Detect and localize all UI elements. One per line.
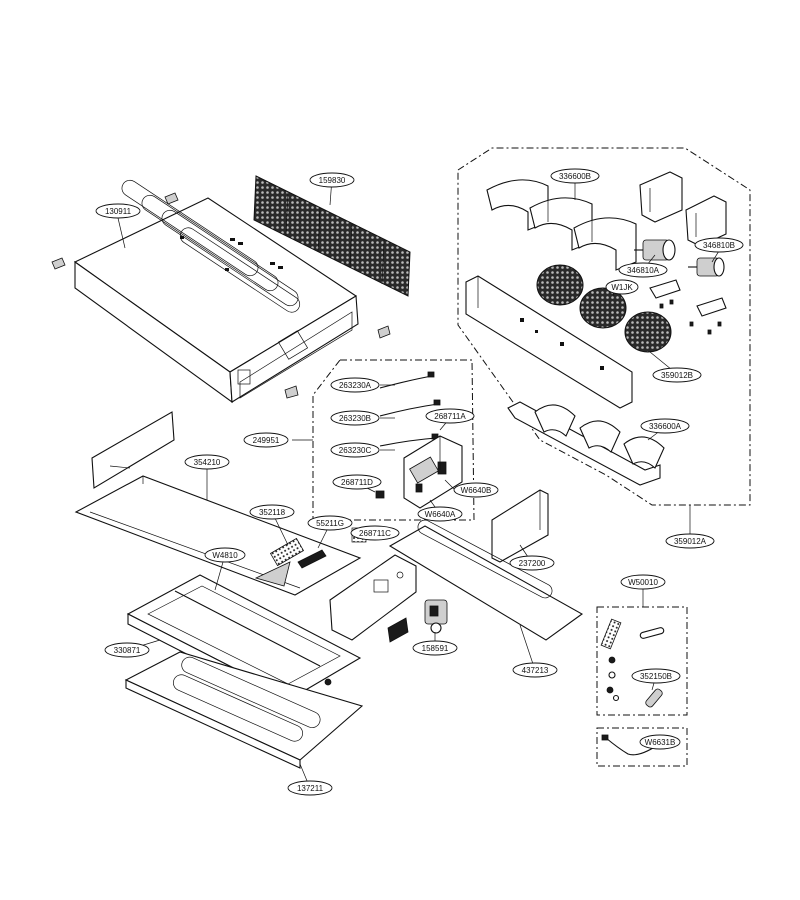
terminal-connector xyxy=(375,490,385,499)
part-label-263230C: 263230C xyxy=(330,442,380,458)
svg-text:330871: 330871 xyxy=(114,646,141,655)
blower-wheels xyxy=(536,264,672,353)
part-label-336600B: 336600B xyxy=(550,168,600,184)
control-pcb-assembly xyxy=(403,435,463,509)
svg-text:237200: 237200 xyxy=(519,559,546,568)
part-label-W6631B: W6631B xyxy=(639,734,681,750)
drain-guide-rail xyxy=(74,475,362,596)
svg-text:437213: 437213 xyxy=(522,666,549,675)
wire-harness-a xyxy=(379,371,435,389)
part-label-W4810: W4810 xyxy=(204,547,246,563)
part-label-352150B: 352150B xyxy=(631,668,681,684)
svg-text:268711D: 268711D xyxy=(341,478,373,487)
part-label-268711A: 268711A xyxy=(425,408,475,424)
svg-text:336600B: 336600B xyxy=(559,172,591,181)
part-label-249951: 249951 xyxy=(243,432,289,448)
connector-cable xyxy=(601,734,663,756)
part-label-W6640A: W6640A xyxy=(417,506,463,522)
svg-text:268711A: 268711A xyxy=(434,412,466,421)
fan-motor xyxy=(634,239,725,277)
drain-pump xyxy=(424,599,448,634)
top-cabinet-cover xyxy=(73,179,359,404)
part-label-W1JK: W1JK xyxy=(605,279,639,295)
wire-kit-boundary xyxy=(596,727,688,767)
bottom-panel xyxy=(124,651,364,769)
svg-text:W50010: W50010 xyxy=(628,578,658,587)
svg-text:336600A: 336600A xyxy=(649,422,682,431)
svg-text:268711C: 268711C xyxy=(359,529,391,538)
air-filter xyxy=(253,175,411,297)
part-label-354210: 354210 xyxy=(184,454,230,470)
svg-text:359012B: 359012B xyxy=(661,371,693,380)
part-label-437213: 437213 xyxy=(512,662,558,678)
svg-text:249951: 249951 xyxy=(253,436,280,445)
svg-text:263230C: 263230C xyxy=(339,446,372,455)
part-label-137211: 137211 xyxy=(287,780,333,796)
part-label-346810B: 346810B xyxy=(694,237,744,253)
svg-text:130911: 130911 xyxy=(105,207,132,216)
fan-base-plate xyxy=(465,275,633,409)
fan-housing-lower xyxy=(507,401,665,486)
part-label-352118: 352118 xyxy=(249,504,295,520)
svg-text:346810A: 346810A xyxy=(627,266,660,275)
svg-text:158591: 158591 xyxy=(422,644,449,653)
mounting-bracket xyxy=(51,192,391,399)
wire-clip xyxy=(254,561,291,587)
svg-text:W1JK: W1JK xyxy=(611,283,633,292)
svg-text:352150B: 352150B xyxy=(640,672,672,681)
svg-text:W6631B: W6631B xyxy=(645,738,676,747)
screw-kit-parts xyxy=(600,618,665,708)
svg-text:W6640A: W6640A xyxy=(425,510,456,519)
screw-kit-boundary xyxy=(596,606,688,716)
svg-text:W4810: W4810 xyxy=(212,551,238,560)
part-label-336600A: 336600A xyxy=(640,418,690,434)
svg-text:55211G: 55211G xyxy=(316,519,344,528)
part-label-330871: 330871 xyxy=(104,642,150,658)
svg-text:359012A: 359012A xyxy=(674,537,707,546)
pump-bracket xyxy=(491,489,549,563)
motor-mount-bracket xyxy=(639,171,727,247)
svg-text:137211: 137211 xyxy=(297,784,324,793)
part-label-55211G: 55211G xyxy=(307,515,353,531)
part-label-263230A: 263230A xyxy=(330,377,380,393)
part-label-158591: 158591 xyxy=(412,640,458,656)
svg-text:352118: 352118 xyxy=(259,508,286,517)
fan-housing-upper xyxy=(486,179,637,271)
svg-text:159830: 159830 xyxy=(319,176,346,185)
part-label-359012B: 359012B xyxy=(652,367,702,383)
part-label-237200: 237200 xyxy=(509,555,555,571)
part-label-263230B: 263230B xyxy=(330,410,380,426)
part-label-346810A: 346810A xyxy=(618,262,668,278)
wire-harness-b xyxy=(379,399,441,417)
svg-text:W6640B: W6640B xyxy=(461,486,492,495)
svg-text:263230A: 263230A xyxy=(339,381,372,390)
motor-clamp xyxy=(649,279,727,335)
part-label-W50010: W50010 xyxy=(620,574,666,590)
side-panel xyxy=(91,411,175,489)
svg-text:354210: 354210 xyxy=(194,458,221,467)
control-box-boundary xyxy=(312,359,475,521)
part-label-159830: 159830 xyxy=(309,172,355,188)
part-label-359012A: 359012A xyxy=(665,533,715,549)
part-label-130911: 130911 xyxy=(95,203,141,219)
part-label-268711D: 268711D xyxy=(332,474,382,490)
part-label-W6640B: W6640B xyxy=(453,482,499,498)
bottom-cover-right xyxy=(388,519,584,641)
svg-text:263230B: 263230B xyxy=(339,414,371,423)
part-label-268711C: 268711C xyxy=(350,525,400,541)
electrical-box-panel xyxy=(329,554,417,643)
fan-assembly-boundary xyxy=(457,147,751,506)
svg-text:346810B: 346810B xyxy=(703,241,735,250)
